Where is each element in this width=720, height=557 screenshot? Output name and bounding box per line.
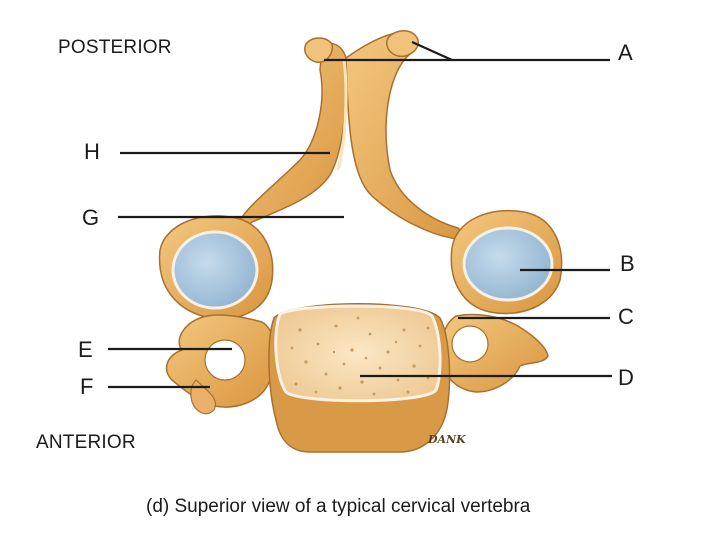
transverse-foramen-right	[451, 325, 489, 363]
leader-line-a-2	[411, 40, 453, 62]
label-f: F	[80, 374, 94, 399]
artist-signature: DANK	[428, 433, 466, 446]
spinous-tip-right	[386, 30, 419, 58]
spinous-tip-left	[304, 37, 334, 63]
label-a: A	[618, 40, 633, 65]
articular-facet-right	[462, 226, 554, 302]
leader-lines	[108, 40, 612, 389]
body-trabecular-dots	[290, 316, 430, 396]
vertebral-body-surface	[274, 304, 442, 403]
figure-caption: (d) Superior view of a typical cervical …	[146, 496, 531, 517]
posterior-label: POSTERIOR	[58, 37, 172, 58]
articular-facet-left	[171, 230, 259, 310]
label-e: E	[78, 337, 93, 362]
lamina-left	[230, 42, 348, 238]
lamina-right	[345, 31, 472, 241]
transverse-process-left-tip	[190, 379, 216, 415]
spinous-midline	[336, 59, 348, 171]
label-h: H	[84, 139, 100, 164]
label-c: C	[618, 304, 634, 329]
label-g: G	[82, 205, 100, 230]
label-b: B	[620, 251, 635, 276]
transverse-foramen-left	[204, 339, 246, 381]
anterior-label: ANTERIOR	[36, 432, 136, 453]
label-d: D	[618, 365, 634, 390]
